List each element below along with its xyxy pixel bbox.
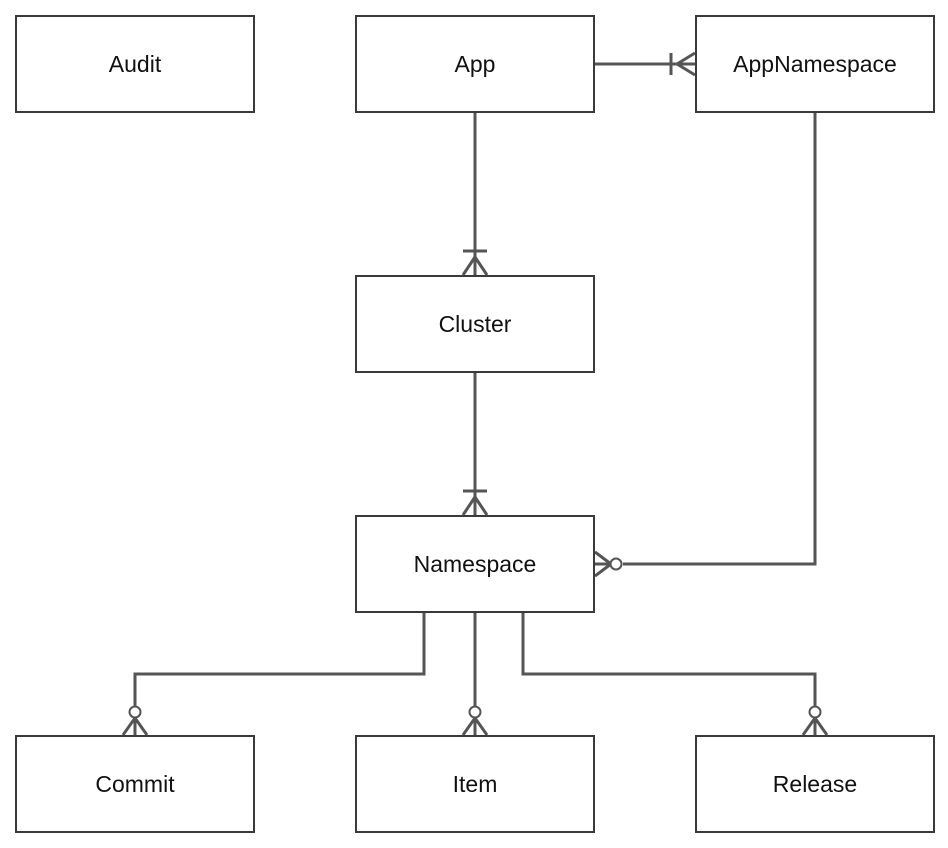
relationship-app-cluster <box>461 113 489 276</box>
entity-appnamespace-label: AppNamespace <box>733 50 897 77</box>
entity-audit[interactable]: Audit <box>15 15 255 113</box>
relationship-appnamespace-namespace <box>594 113 817 578</box>
entity-audit-label: Audit <box>108 50 162 77</box>
relationship-namespace-commit <box>121 613 426 736</box>
relationship-namespace-item <box>461 613 489 736</box>
entity-namespace-label: Namespace <box>413 550 537 577</box>
relationship-cluster-namespace <box>461 373 489 516</box>
entity-commit-label: Commit <box>95 770 175 797</box>
entity-release-label: Release <box>772 770 858 797</box>
relationship-namespace-release <box>521 613 829 736</box>
entity-item[interactable]: Item <box>355 735 595 833</box>
entity-item-label: Item <box>452 770 498 797</box>
entity-app-label: App <box>454 50 496 77</box>
entity-app[interactable]: App <box>355 15 595 113</box>
entity-release[interactable]: Release <box>695 735 935 833</box>
entity-commit[interactable]: Commit <box>15 735 255 833</box>
relationship-app-appnamespace <box>595 51 696 77</box>
entity-namespace[interactable]: Namespace <box>355 515 595 613</box>
entity-cluster[interactable]: Cluster <box>355 275 595 373</box>
entity-appnamespace[interactable]: AppNamespace <box>695 15 935 113</box>
entity-cluster-label: Cluster <box>438 310 512 337</box>
